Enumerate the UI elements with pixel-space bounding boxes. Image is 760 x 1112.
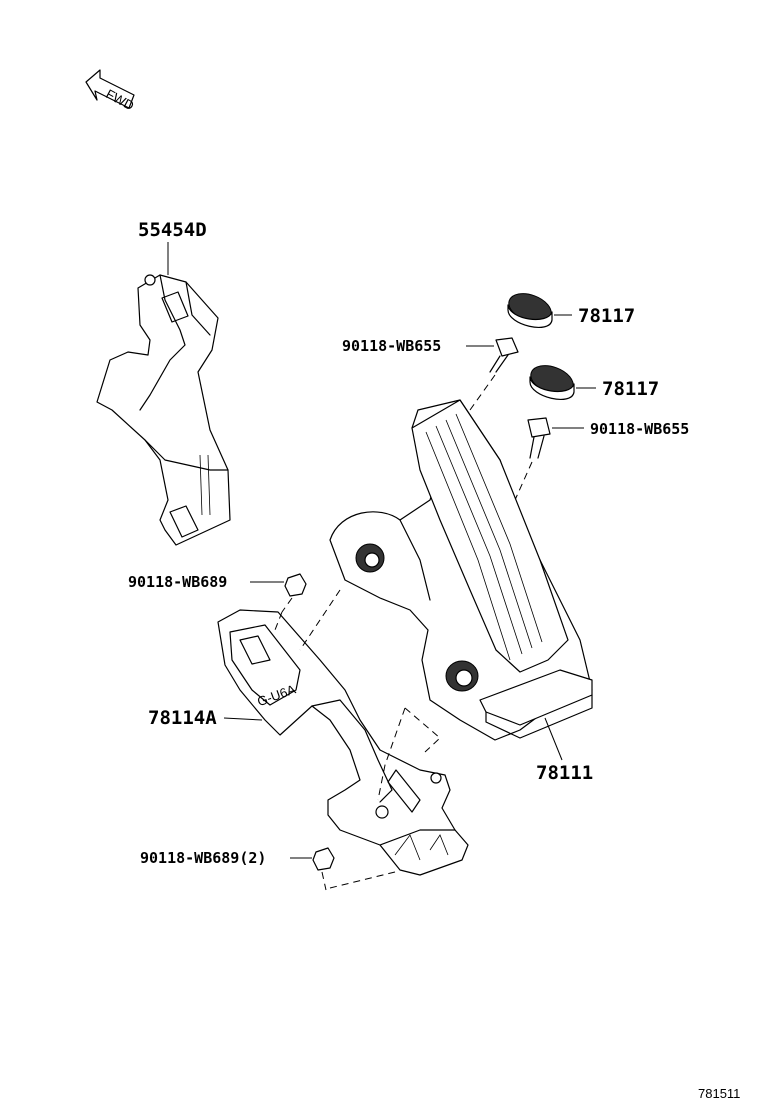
nut-upper: [281, 573, 307, 613]
assembly-line-4: [377, 707, 406, 801]
cap-lower: [529, 365, 575, 401]
label-nut-lower: 90118-WB689(2): [140, 849, 266, 867]
bracket-78114a: G-U6A: [217, 609, 469, 876]
nut-lower: [312, 847, 335, 891]
cap-upper: [507, 293, 553, 329]
fwd-label: FWD: [103, 86, 136, 113]
assembly-line-5: [329, 871, 396, 889]
pedal-78111: [329, 399, 593, 741]
label-78111: 78111: [536, 762, 593, 784]
label-bolt-upper-left: 90118-WB655: [342, 337, 441, 355]
label-cap-lower: 78117: [602, 378, 659, 400]
label-nut-upper: 90118-WB689: [128, 573, 227, 591]
assembly-line-1: [274, 611, 283, 631]
leader-78114a: [223, 717, 263, 721]
label-bolt-upper-right: 90118-WB655: [590, 420, 689, 438]
assembly-line-3: [404, 707, 441, 753]
bolt-upper-left: [454, 337, 519, 446]
assembly-line-2: [299, 589, 341, 651]
bracket-55454d: [96, 274, 231, 546]
reference-code: 781511: [698, 1086, 740, 1101]
leader-78111: [544, 717, 563, 761]
fwd-arrow-icon: FWD: [85, 69, 137, 113]
label-cap-upper: 78117: [578, 305, 635, 327]
label-55454d: 55454D: [138, 219, 207, 241]
label-78114a: 78114A: [148, 707, 217, 729]
